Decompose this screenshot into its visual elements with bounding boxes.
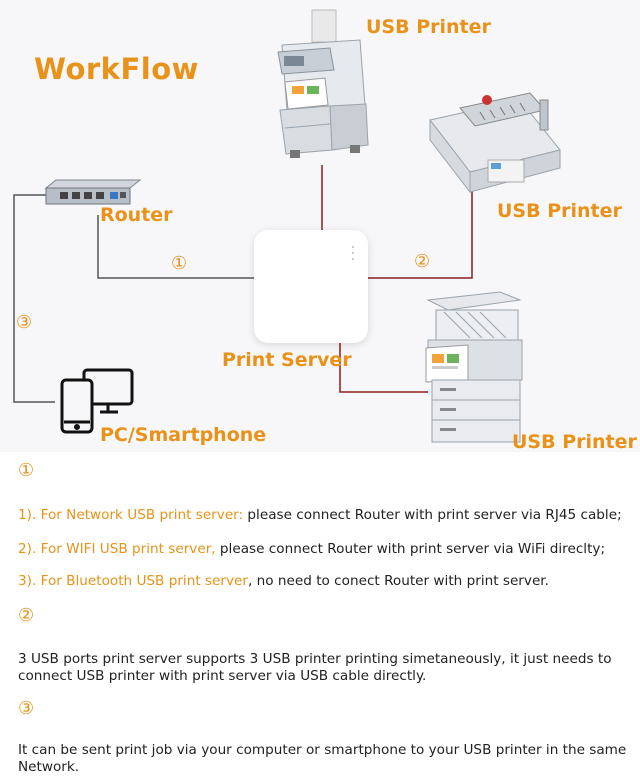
note-item-3-text: , no need to conect Router with print se… [248, 573, 549, 589]
router-to-pc-line [13, 194, 55, 403]
note-item-1-highlight: For Network USB print server: [40, 507, 244, 523]
router-icon [44, 179, 142, 205]
note-item-3-highlight: For Bluetooth USB print server [40, 573, 249, 589]
status-led-dots [352, 246, 355, 264]
section-2-marker: ② [18, 605, 35, 626]
note-item-2-prefix: 2). [18, 541, 41, 557]
print-server-device [254, 230, 368, 343]
section-2-text: 3 USB ports print server supports 3 USB … [18, 651, 612, 684]
note-item-3: 3). For Bluetooth USB print server, no n… [18, 573, 549, 589]
note-item-1: 1). For Network USB print server: please… [18, 507, 622, 523]
note-item-2-highlight: For WIFI USB print server, [40, 541, 216, 557]
router-to-server-line [97, 215, 254, 279]
note-item-1-text: please connect Router with print server … [243, 507, 622, 523]
diagram-graphics [13, 9, 561, 443]
server-to-printer-mid-line [368, 183, 473, 279]
note-item-2: 2). For WIFI USB print server, please co… [18, 541, 605, 557]
workflow-title: WorkFlow [34, 52, 199, 86]
usb-printer-bottom-icon [425, 291, 523, 443]
usb-printer-top-icon [277, 9, 369, 158]
workflow-diagram: WorkFlow USB Printer USB Printer USB Pri… [13, 9, 637, 452]
connection-number-1: ① [171, 253, 188, 274]
server-to-printer-bottom-line [339, 343, 428, 393]
section-1-marker: ① [18, 460, 35, 481]
print-server-label: Print Server [222, 349, 352, 371]
connection-number-2: ② [414, 251, 431, 272]
usb-printer-middle-icon [429, 92, 561, 194]
note-item-2-text: please connect Router with print server … [215, 541, 606, 557]
note-item-3-prefix: 3). [18, 573, 41, 589]
usb-printer-bottom-label: USB Printer [512, 431, 637, 452]
usb-printer-top-label: USB Printer [366, 16, 491, 38]
pc-smartphone-icon [60, 368, 134, 434]
connection-number-3: ③ [16, 312, 33, 333]
connection-lines [13, 165, 473, 403]
usb-printer-middle-label: USB Printer [497, 200, 622, 222]
note-item-1-prefix: 1). [18, 507, 41, 523]
section-3-text: It can be sent print job via your comput… [18, 742, 627, 775]
pc-smartphone-label: PC/Smartphone [100, 424, 267, 446]
router-label: Router [100, 204, 173, 226]
section-3-marker: ③ [18, 698, 35, 719]
